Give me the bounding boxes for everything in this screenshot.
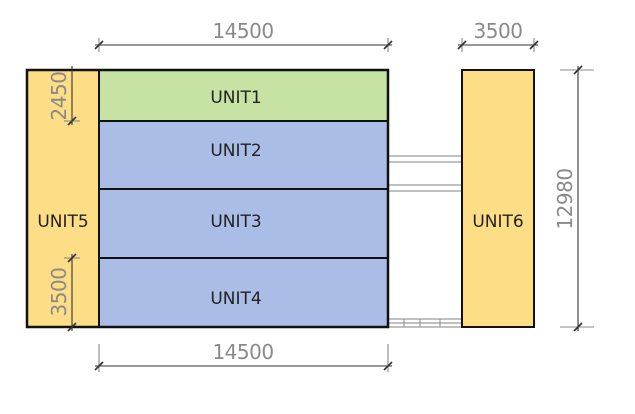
unit3-label: UNIT3 — [210, 212, 261, 232]
dimension-top-side-label: 3500 — [474, 19, 523, 43]
dimension-right-height-label: 12980 — [553, 168, 577, 229]
dimension-unit4-depth-label: 3500 — [47, 268, 71, 317]
unit3-block — [98, 188, 389, 259]
dimension-top-side — [457, 38, 539, 52]
dimension-top-main — [94, 38, 393, 52]
dimension-bottom-main — [94, 344, 393, 372]
unit1-label: UNIT1 — [210, 88, 261, 108]
dimension-unit1-depth-label: 2450 — [47, 72, 71, 121]
dimension-top-main-label: 14500 — [212, 19, 273, 43]
unit6-label: UNIT6 — [472, 212, 523, 232]
unit6-block — [461, 69, 535, 328]
unit5-label: UNIT5 — [37, 212, 88, 232]
unit4-block — [98, 257, 389, 328]
main-block-outline — [25, 68, 390, 329]
dimension-unit1-depth — [64, 66, 80, 126]
dimension-unit4-depth — [64, 253, 80, 332]
dimension-right-height — [560, 65, 594, 332]
connector-walkway — [388, 155, 462, 328]
unit4-label: UNIT4 — [210, 289, 261, 309]
unit2-label: UNIT2 — [210, 141, 261, 161]
dimension-bottom-main-label: 14500 — [212, 340, 273, 364]
